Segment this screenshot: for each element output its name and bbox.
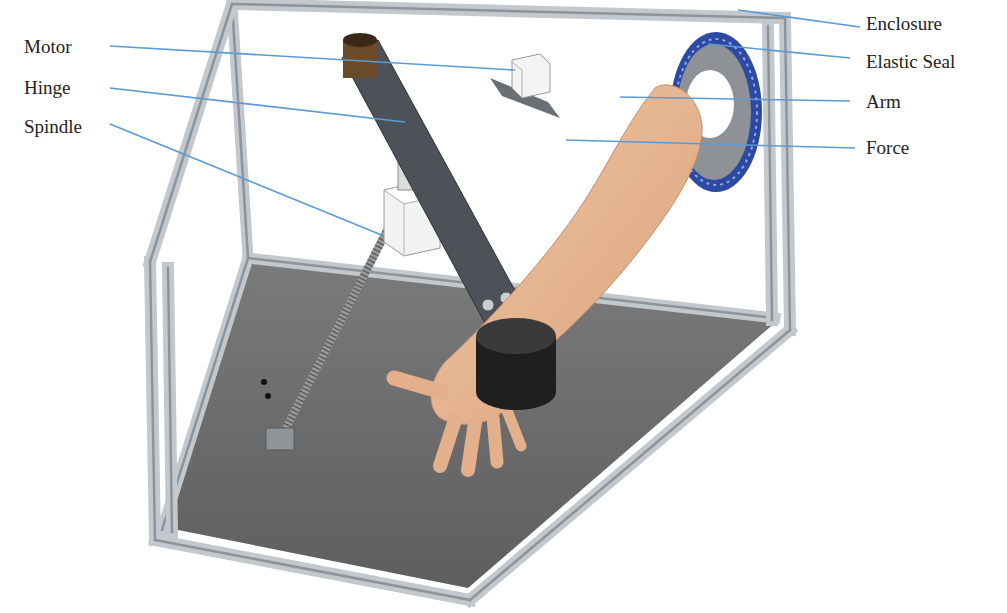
- motor: [490, 54, 560, 118]
- spindle: [261, 201, 402, 450]
- back-rails: [162, 4, 775, 530]
- leader-lines: [110, 10, 860, 236]
- part-label: Elastic Seal: [866, 51, 955, 73]
- part-label: Force: [866, 137, 909, 159]
- force-sensor: [476, 318, 556, 410]
- part-label: Enclosure: [866, 13, 942, 35]
- part-label: Arm: [866, 91, 901, 113]
- lever-plate: [342, 33, 530, 340]
- part-label: Hinge: [24, 77, 70, 99]
- part-label: Motor: [24, 36, 72, 58]
- enclosure-frame: [150, 4, 790, 600]
- part-label: Spindle: [24, 116, 82, 138]
